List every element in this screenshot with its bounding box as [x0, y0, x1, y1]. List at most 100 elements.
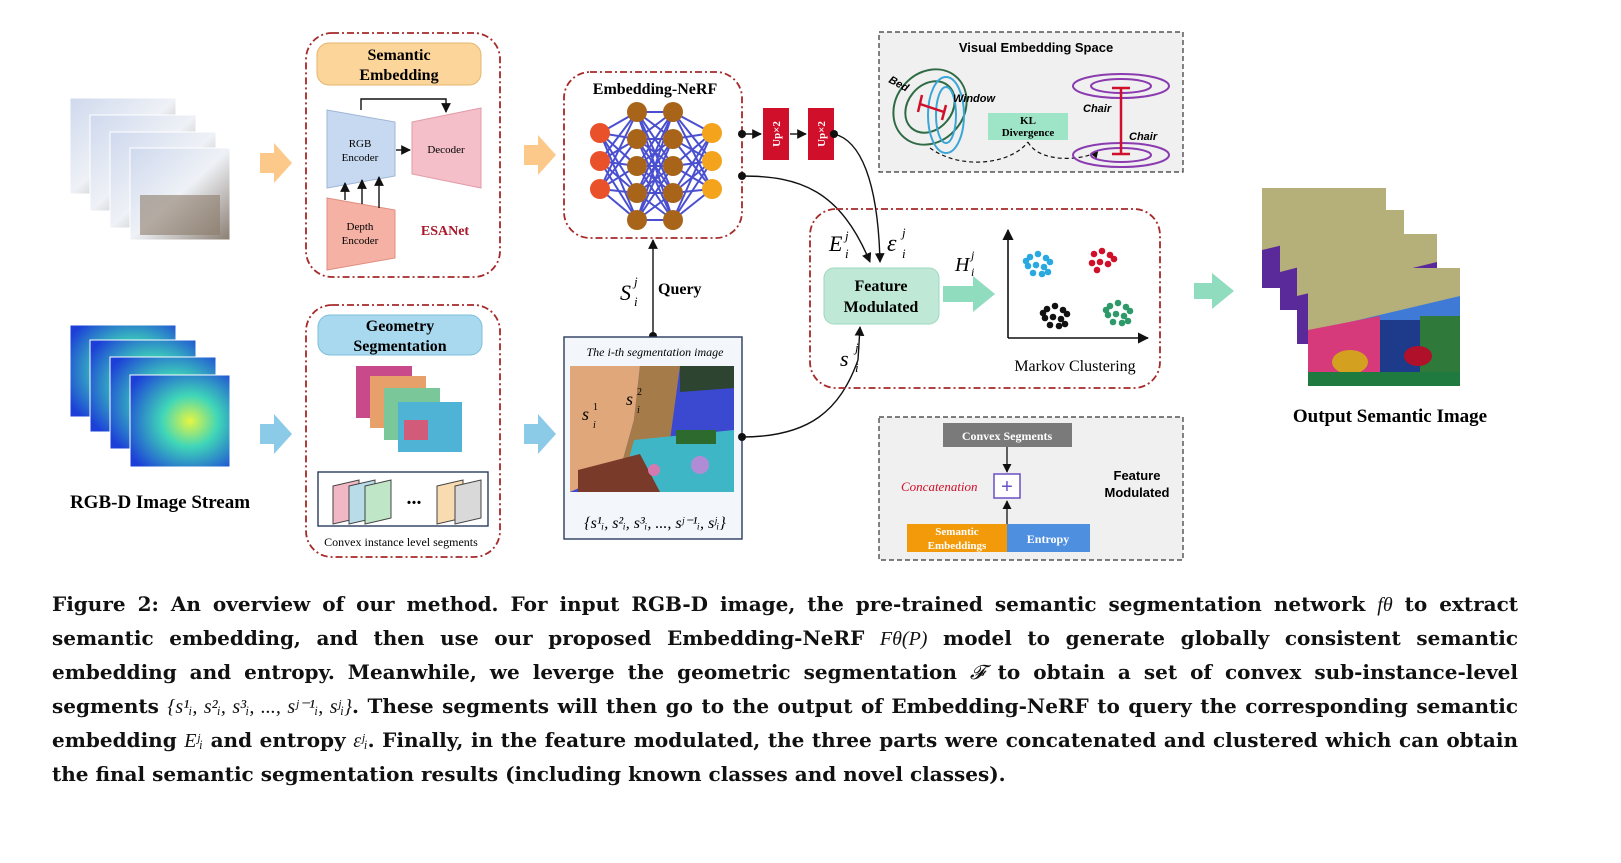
- caption-part-7: . Finally, in the feature modulated, the…: [52, 728, 1519, 786]
- rgb-encoder-1: RGB: [349, 138, 372, 150]
- query-sub: i: [634, 294, 638, 309]
- caption-part-5: . These segments will then go to the out…: [52, 694, 1518, 752]
- eps-sub: i: [902, 246, 906, 261]
- nn-edge: [599, 111, 638, 190]
- caption-part-1: Figure 2: An overview of our method. For…: [52, 592, 1378, 616]
- sem-emb-2: Embeddings: [928, 540, 987, 552]
- up1-label: Up×2: [771, 121, 783, 147]
- cluster-dot: [1022, 257, 1030, 265]
- caption-f-theta: fθ: [1377, 594, 1393, 616]
- cluster-dot: [1118, 319, 1126, 327]
- nn-node: [702, 123, 722, 143]
- cluster-dot: [1124, 317, 1132, 325]
- svg-text:2: 2: [637, 387, 642, 398]
- figure-caption: Figure 2: An overview of our method. For…: [52, 588, 1518, 791]
- cluster-dot: [1057, 315, 1065, 323]
- green-output-arrow: [1194, 273, 1234, 309]
- cluster-dot: [1059, 306, 1067, 314]
- nn-node: [663, 102, 683, 122]
- caption-part-6: and entropy: [202, 728, 354, 752]
- cluster-dot: [1093, 266, 1101, 274]
- output-image-stack: [1262, 188, 1460, 386]
- neural-network-graphic: [590, 102, 722, 230]
- caption-E: Eʲᵢ: [184, 730, 203, 752]
- nn-node: [702, 151, 722, 171]
- s-sub: i: [855, 360, 859, 375]
- visual-embedding-space-panel: Visual Embedding Space Bed Window KL Div…: [878, 31, 1184, 173]
- cluster-dot: [1049, 313, 1057, 321]
- fm-label-1: Feature: [854, 278, 907, 295]
- cluster-dot: [1106, 251, 1114, 259]
- nn-node: [627, 156, 647, 176]
- rgb-encoder-2: Encoder: [342, 152, 379, 164]
- cluster-dot: [1106, 302, 1114, 310]
- nn-node: [590, 123, 610, 143]
- ves-title: Visual Embedding Space: [959, 40, 1113, 55]
- depth-encoder-2: Encoder: [342, 235, 379, 247]
- blue-arrow-2: [524, 414, 556, 454]
- query-sup: j: [632, 274, 638, 289]
- E-sub: i: [845, 246, 849, 261]
- cluster-dot: [1104, 311, 1112, 319]
- nn-edge: [636, 165, 674, 221]
- H-sub: i: [971, 265, 974, 279]
- H-label: H: [954, 254, 971, 276]
- cluster-dot: [1041, 314, 1049, 322]
- segimg-set: {s¹ᵢ, s²ᵢ, s³ᵢ, ..., sʲ⁻¹ᵢ, sʲᵢ}: [584, 515, 726, 532]
- nn-edge: [672, 132, 713, 221]
- fm-label-2: Modulated: [844, 299, 919, 316]
- nn-node: [627, 183, 647, 203]
- nn-edge: [636, 111, 674, 194]
- nn-node: [663, 210, 683, 230]
- nn-node: [663, 129, 683, 149]
- cluster-dot: [1098, 247, 1106, 255]
- feature-clustering-module: E j i ε j i Feature Modulated s j i H j …: [809, 208, 1161, 389]
- cluster-dot: [1034, 250, 1042, 258]
- nn-node: [627, 129, 647, 149]
- eps-label: ε: [887, 231, 897, 257]
- method-overview-figure: RGB-D Image Stream Semantic Embedding RG…: [69, 31, 1487, 561]
- rgb-image-stack: [69, 97, 231, 241]
- geometry-title-2: Segmentation: [353, 338, 446, 355]
- nn-edge: [636, 111, 674, 221]
- cluster-dot: [1112, 310, 1120, 318]
- segmentation-image-panel: The i-th segmentation image s 1 i s 2 i …: [563, 336, 859, 540]
- nn-node: [627, 102, 647, 122]
- query-var: S: [620, 280, 631, 305]
- nn-edge: [599, 111, 638, 162]
- s-label: s: [840, 346, 849, 371]
- cluster-dot: [1096, 258, 1104, 266]
- semantic-embedding-module: Semantic Embedding RGB Encoder Decoder D…: [305, 32, 501, 278]
- cluster-dot: [1110, 255, 1118, 263]
- nn-node: [627, 210, 647, 230]
- esanet-label: ESANet: [421, 224, 470, 239]
- E-label: E: [828, 231, 843, 256]
- seg-region-1: s: [582, 404, 589, 424]
- cluster-dot: [1029, 269, 1037, 277]
- geometry-segmentation-module: Geometry Segmentation ... Convex instanc…: [305, 304, 501, 558]
- semantic-title-2: Embedding: [359, 67, 438, 84]
- fm-detail-title-1: Feature: [1114, 468, 1161, 483]
- cluster-dot: [1044, 268, 1052, 276]
- kl-1: KL: [1020, 115, 1036, 127]
- cluster-dot: [1039, 309, 1047, 317]
- window-label: Window: [953, 93, 996, 105]
- embedding-nerf-module: Embedding-NeRF: [563, 71, 743, 239]
- semantic-title-1: Semantic: [367, 47, 430, 64]
- convex-label: Convex Segments: [962, 429, 1053, 443]
- cluster-dot: [1090, 250, 1098, 258]
- cluster-dot: [1043, 305, 1051, 313]
- caption-eps: εʲᵢ: [353, 730, 368, 752]
- cluster-dot: [1024, 262, 1032, 270]
- nn-node: [702, 179, 722, 199]
- sem-emb-1: Semantic: [935, 526, 979, 538]
- query-label: Query: [658, 281, 702, 298]
- geometry-title-1: Geometry: [366, 318, 434, 335]
- cluster-dot: [1051, 302, 1059, 310]
- svg-text:1: 1: [593, 402, 598, 413]
- caption-F-cal: 𝓕: [969, 662, 985, 684]
- cluster-dot: [1046, 321, 1054, 329]
- clustering-label: Markov Clustering: [1014, 358, 1135, 375]
- plus-symbol: +: [1001, 476, 1013, 498]
- kl-2: Divergence: [1002, 127, 1055, 139]
